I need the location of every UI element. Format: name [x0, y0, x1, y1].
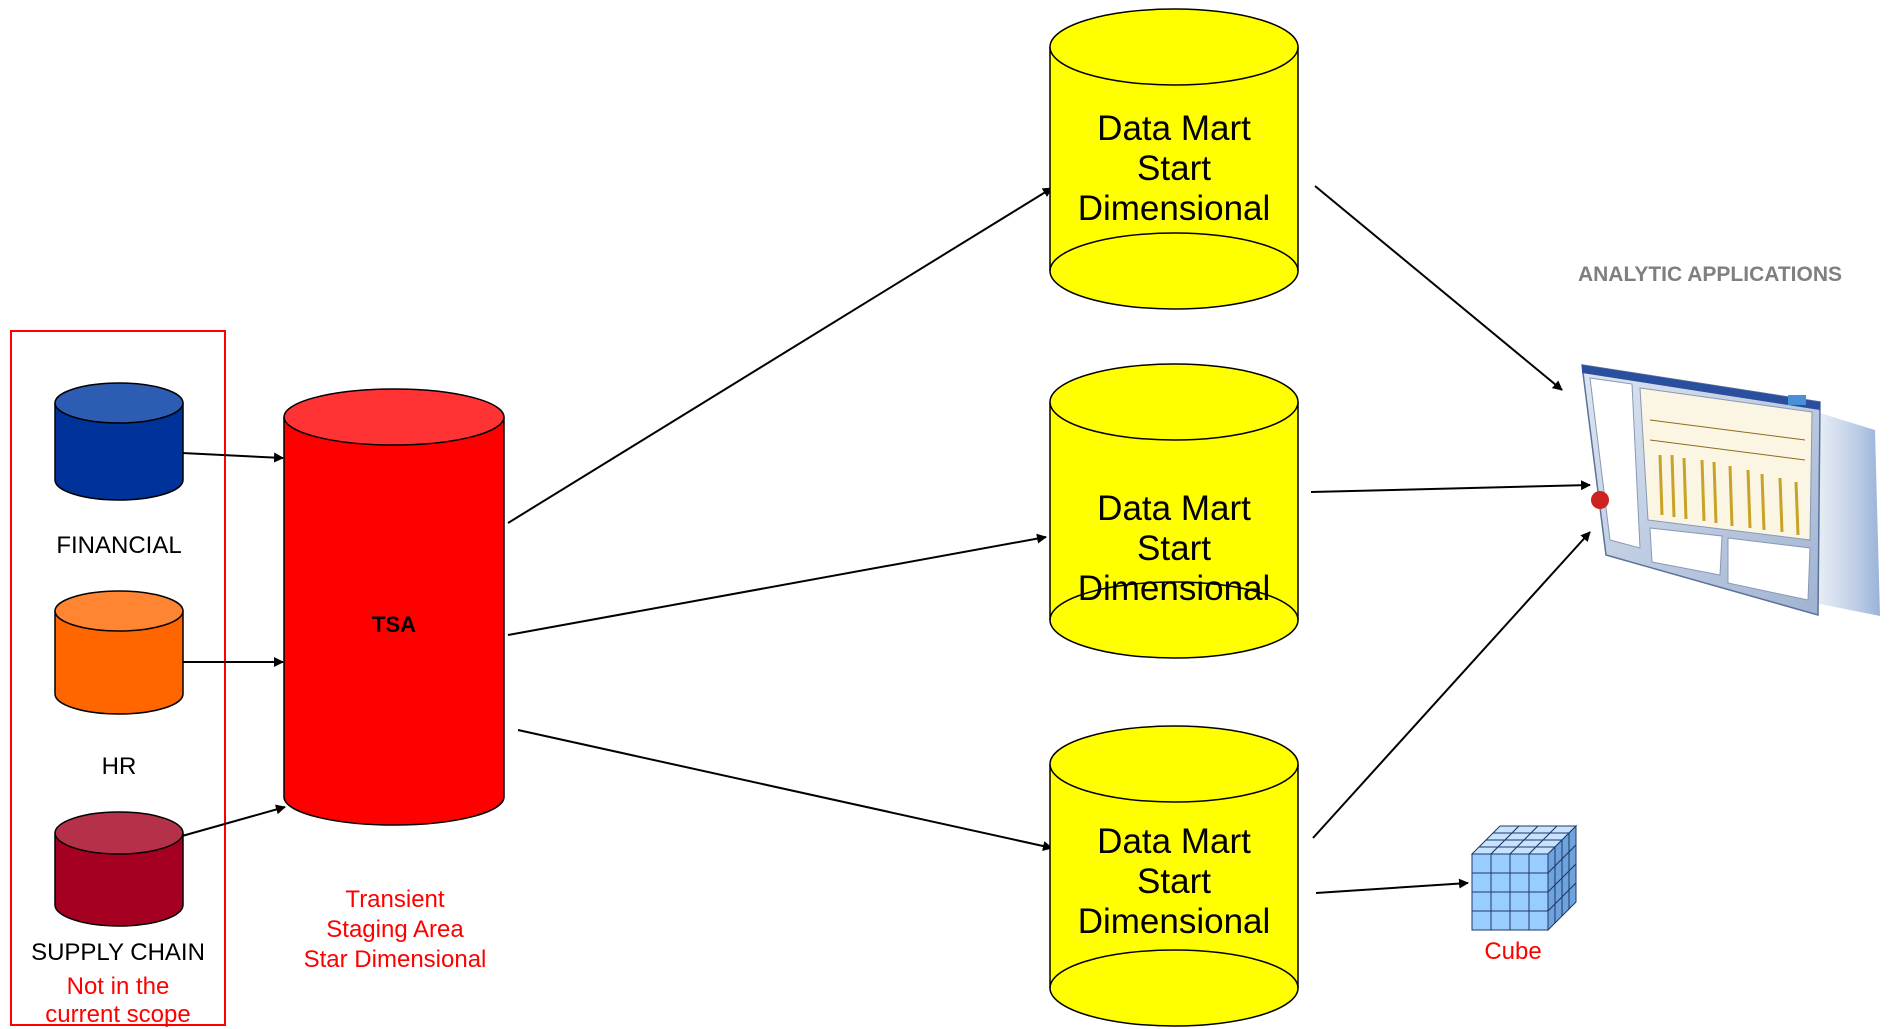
- analytic-applications-label: ANALYTIC APPLICATIONS: [1577, 263, 1843, 286]
- data-mart-3-line-1: Data Mart: [1097, 822, 1251, 861]
- data-mart-2-label: Data Mart Start Dimensional: [1050, 489, 1298, 609]
- cylinder-hr: [54, 590, 184, 715]
- cylinder-data-mart-1: [1049, 8, 1299, 310]
- data-mart-2-line-1: Data Mart: [1097, 489, 1251, 528]
- scope-note-line-1: Not in the: [66, 973, 170, 1000]
- arrow-mart-3-to-cube: [1315, 878, 1469, 894]
- tsa-caption: Transient Staging Area Star Dimensional: [280, 885, 510, 975]
- cylinder-tsa: [283, 388, 505, 826]
- data-mart-2-line-2: Start: [1137, 529, 1211, 568]
- arrow-tsa-to-mart-2: [507, 533, 1047, 636]
- tsa-caption-line-3: Star Dimensional: [303, 946, 487, 973]
- arrow-tsa-to-mart-3: [517, 729, 1053, 851]
- scope-note: Not in the current scope: [11, 973, 225, 1029]
- hr-label: HR: [101, 753, 137, 780]
- arrow-tsa-to-mart-1: [507, 187, 1053, 524]
- analytics-app-window-icon: [1581, 364, 1880, 616]
- tsa-label: TSA: [372, 612, 416, 637]
- scope-note-line-2: current scope: [45, 1001, 191, 1028]
- data-mart-1-line-2: Start: [1137, 149, 1211, 188]
- cylinder-data-mart-3: [1049, 725, 1299, 1027]
- connectors: [181, 185, 1591, 894]
- arrow-financial-to-tsa: [181, 452, 284, 463]
- cube-label: Cube: [1484, 938, 1542, 965]
- data-mart-1-label: Data Mart Start Dimensional: [1050, 109, 1298, 229]
- supply-chain-label: SUPPLY CHAIN: [31, 939, 205, 966]
- data-mart-3-label: Data Mart Start Dimensional: [1050, 822, 1298, 942]
- arrow-mart-2-to-analytics: [1310, 480, 1591, 493]
- arrow-mart-3-to-analytics: [1312, 531, 1591, 839]
- data-mart-3-line-2: Start: [1137, 862, 1211, 901]
- data-mart-1-line-1: Data Mart: [1097, 109, 1251, 148]
- data-mart-1-line-3: Dimensional: [1077, 189, 1271, 228]
- arrow-mart-1-to-analytics: [1314, 185, 1563, 391]
- tsa-caption-line-1: Transient: [345, 886, 445, 913]
- tsa-caption-line-2: Staging Area: [326, 916, 464, 943]
- data-mart-2-line-3: Dimensional: [1077, 569, 1271, 608]
- scope-boundary-box: [10, 330, 226, 1026]
- financial-label: FINANCIAL: [56, 532, 182, 559]
- cylinder-data-mart-2: [1049, 363, 1299, 659]
- olap-cube-icon: [1470, 824, 1578, 932]
- data-mart-3-line-3: Dimensional: [1077, 902, 1271, 941]
- arrow-supply-chain-to-tsa: [181, 804, 286, 837]
- cylinder-supply-chain: [54, 811, 184, 927]
- cylinder-financial: [54, 382, 184, 501]
